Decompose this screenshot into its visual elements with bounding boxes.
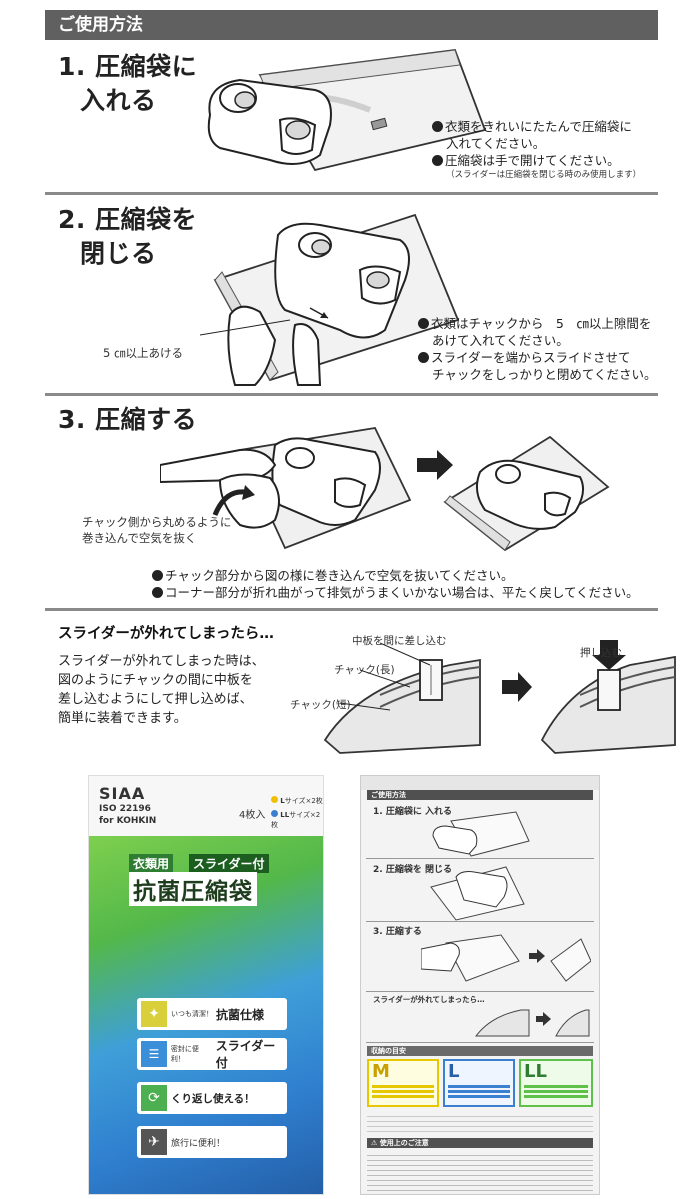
slider-text-line3: 差し込むようにして押し込めば、 (58, 692, 253, 707)
step1-title-line1: 1. 圧縮袋に (58, 52, 198, 81)
slider-title: スライダーが外れてしまったら… (58, 626, 274, 642)
step3-caption: チャック側から丸めるように 巻き込んで空気を抜く (82, 514, 231, 546)
slider-label-long: チャック(長) (334, 664, 395, 676)
back-step3: 3. 圧縮する (373, 927, 422, 937)
back-step2-illustration (430, 866, 525, 921)
bullet-icon (418, 352, 429, 363)
step2-note2-cont: チャックをしっかりと閉めてください。 (432, 367, 657, 382)
divider (45, 192, 658, 195)
step1-note1: 衣類をきれいにたたんで圧縮袋に (432, 118, 682, 135)
back-header-title: ご使用方法 (371, 791, 406, 799)
section-header-bar (45, 10, 658, 40)
tag-clothes: 衣類用 (129, 854, 174, 873)
back-slider-illustration (474, 1009, 590, 1037)
step1-title-line2: 入れる (80, 86, 157, 115)
back-step1: 1. 圧縮袋に 入れる (373, 807, 452, 817)
step3-note1: チャック部分から図の様に巻き込んで空気を抜いてください。 (152, 567, 672, 584)
back-slider: スライダーが外れてしまったら… (373, 995, 485, 1004)
step2-notes: 衣類はチャックから 5 ㎝以上隙間を あけて入れてください。 スライダーを端から… (418, 315, 688, 383)
back-size-ll: LL (519, 1059, 593, 1107)
step1-title: 1. 圧縮袋に 入れる (58, 50, 197, 118)
slider-icon: ☰ (141, 1041, 167, 1067)
back-sizes-title: 収納の目安 (371, 1047, 406, 1055)
step1-note2-small: （スライダーは圧縮袋を閉じる時のみ使用します） (446, 170, 642, 180)
step1-note2: 圧縮袋は手で開けてください。 (432, 152, 682, 169)
step1-illustration (207, 49, 487, 172)
step3-illustration-compressed (443, 435, 610, 552)
step2-callout: 5 ㎝以上あける (103, 346, 183, 360)
step3-notes: チャック部分から図の様に巻き込んで空気を抜いてください。 コーナー部分が折れ曲が… (152, 567, 672, 601)
warning-icon: ⚠ (371, 1139, 378, 1147)
back-info-lines (367, 1112, 593, 1134)
airplane-icon: ✈ (141, 1129, 167, 1155)
feature-slider: ☰ 密封に便利！ スライダー付 (137, 1038, 287, 1070)
section-header-title: ご使用方法 (58, 15, 143, 35)
back-size-l: L (443, 1059, 515, 1107)
sparkle-icon: ✦ (141, 1001, 167, 1027)
step2-illustration (200, 213, 460, 386)
size-ll-label: LLサイズ×2枚 (271, 810, 321, 829)
back-caution-header (367, 1138, 593, 1148)
siaa-logo: SIAA (99, 784, 146, 803)
bullet-icon (432, 121, 443, 132)
step1-note1-cont: 入れてください。 (446, 136, 546, 151)
bullet-icon (418, 318, 429, 329)
tag-slider: スライダー付 (189, 854, 269, 873)
slider-illustration (323, 640, 676, 754)
package-back: ご使用方法 1. 圧縮袋に 入れる 2. 圧縮袋を 閉じる 3. 圧縮する スラ… (360, 775, 600, 1195)
yellow-dot-icon (271, 796, 278, 803)
step2-note1-cont: あけて入れてください。 (432, 333, 569, 348)
step3-note2: コーナー部分が折れ曲がって排気がうまくいかない場合は、平たく戻してください。 (152, 584, 672, 601)
bullet-icon (432, 155, 443, 166)
back-header-bar (367, 790, 593, 800)
step3-caption-line1: チャック側から丸めるように (82, 515, 232, 529)
package-front-top (89, 776, 323, 836)
bullet-icon (152, 570, 163, 581)
slider-label-push: 押し込む (580, 647, 622, 659)
divider (45, 393, 658, 396)
back-step1-illustration (432, 811, 530, 857)
step2-title-line1: 2. 圧縮袋を (58, 205, 198, 234)
feature-reusable: ⟳ くり返し使える！ (137, 1082, 287, 1114)
slider-text-line2: 図のようにチャックの間に中板を (58, 673, 253, 688)
step2-note2: スライダーを端からスライドさせて (418, 349, 688, 366)
brand-label: for KOHKIN (99, 816, 157, 826)
product-name: 抗菌圧縮袋 (129, 872, 257, 906)
feature-travel: ✈ 旅行に便利！ (137, 1126, 287, 1158)
package-front: SIAA ISO 22196 for KOHKIN 4枚入 Lサイズ×2枚 LL… (88, 775, 324, 1195)
back-step3-illustration (421, 934, 591, 982)
blue-dot-icon (271, 810, 278, 817)
feature-antibacterial: ✦ いつも清潔！ 抗菌仕様 (137, 998, 287, 1030)
slider-text-line1: スライダーが外れてしまった時は、 (58, 654, 265, 669)
back-caution-lines (367, 1151, 593, 1191)
slider-label-short: チャック(短) (290, 699, 351, 711)
slider-text-line4: 簡単に装着できます。 (58, 711, 187, 726)
iso-label: ISO 22196 (99, 804, 151, 814)
step3-title: 3. 圧縮する (58, 405, 198, 434)
step3-illustration-rolling (160, 427, 412, 550)
step2-note1: 衣類はチャックから 5 ㎝以上隙間を (418, 315, 688, 332)
step2-title: 2. 圧縮袋を 閉じる (58, 203, 197, 271)
back-sizes-header (367, 1046, 593, 1056)
divider (45, 608, 658, 611)
recycle-icon: ⟳ (141, 1085, 167, 1111)
step1-notes: 衣類をきれいにたたんで圧縮袋に 入れてください。 圧縮袋は手で開けてください。 … (432, 118, 682, 182)
step2-title-line2: 閉じる (80, 239, 157, 268)
step3-caption-line2: 巻き込んで空気を抜く (82, 531, 197, 545)
arrow-right-icon (417, 450, 453, 480)
size-l-label: Lサイズ×2枚 (271, 796, 323, 806)
bullet-icon (152, 587, 163, 598)
back-step2: 2. 圧縮袋を 閉じる (373, 865, 452, 875)
count-label: 4枚入 (239, 810, 266, 821)
back-caution-title: ⚠ 使用上のご注意 (371, 1139, 429, 1147)
slider-text: スライダーが外れてしまった時は、 図のようにチャックの間に中板を 差し込むように… (58, 652, 318, 728)
back-size-m: M (367, 1059, 439, 1107)
slider-label-insert: 中板を間に差し込む (352, 635, 447, 647)
